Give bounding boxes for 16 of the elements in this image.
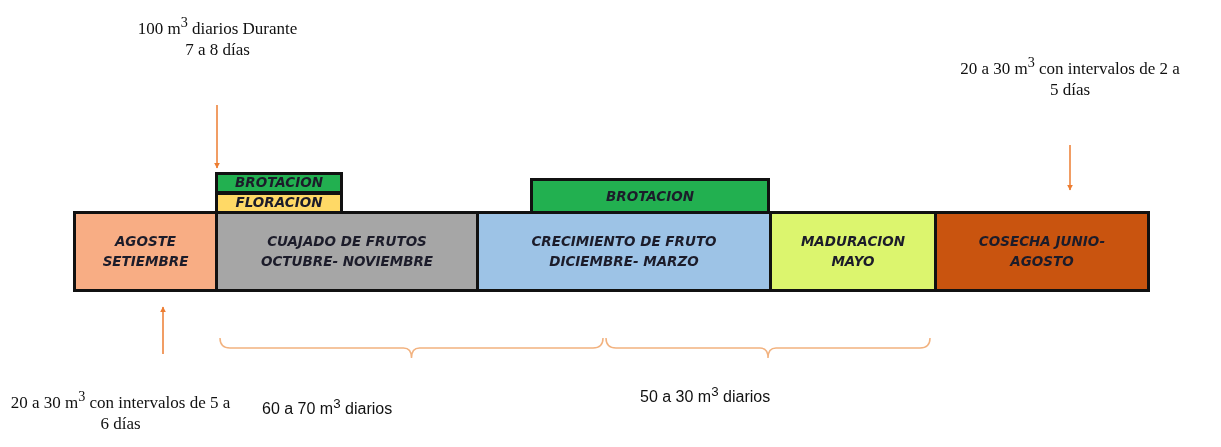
phase-box: BROTACION bbox=[215, 172, 343, 194]
note-text: 20 a 30 m$^{3}$ con intervalos de 2 a 5 días bbox=[960, 52, 1180, 102]
arrow bbox=[1067, 144, 1073, 191]
phase-box: COSECHA JUNIO- AGOSTO bbox=[934, 211, 1150, 292]
phase-box: AGOSTE SETIEMBRE bbox=[73, 211, 218, 292]
arrow bbox=[214, 104, 220, 169]
note-text: 100 m$^{3}$ diarios Durante 7 a 8 días bbox=[135, 12, 300, 62]
flow-rate-label: 60 a 70 m$^{3}$ diarios bbox=[262, 396, 393, 419]
phase-box: MADURACION MAYO bbox=[769, 211, 937, 292]
note-text: 20 a 30 m$^{3}$ con intervalos de 5 a 6 días bbox=[8, 386, 233, 436]
phase-box: CUAJADO DE FRUTOS OCTUBRE- NOVIEMBRE bbox=[215, 211, 479, 292]
phase-box: BROTACION bbox=[530, 178, 770, 214]
phase-box: CRECIMIENTO DE FRUTO DICIEMBRE- MARZO bbox=[476, 211, 772, 292]
phase-box: FLORACION bbox=[215, 192, 343, 214]
arrow bbox=[160, 306, 166, 355]
flow-rate-label: 50 a 30 m$^{3}$ diarios bbox=[640, 384, 771, 407]
